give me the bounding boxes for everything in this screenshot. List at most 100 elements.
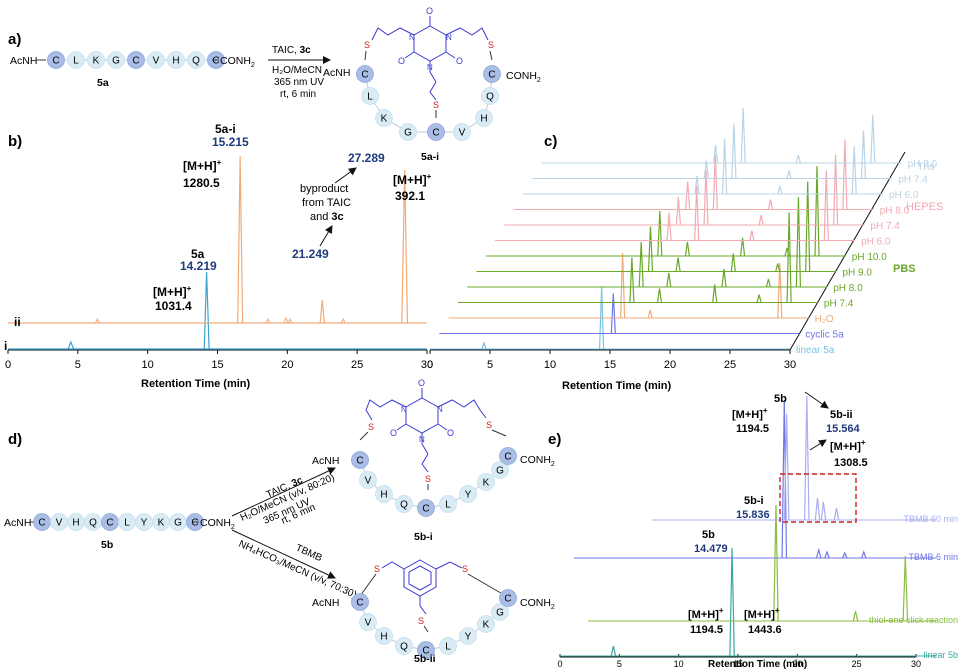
trace-ii-minor-peak <box>287 317 293 324</box>
peak-27-ion: [M+H]+ <box>393 172 432 187</box>
c-peak <box>731 123 737 179</box>
residue-g: G <box>491 461 509 479</box>
c-peak <box>721 268 727 288</box>
c-trace-label: pH 9.0 <box>843 268 873 279</box>
residue-c: C <box>427 123 445 141</box>
residue-letter: L <box>367 92 373 103</box>
residue-letter: G <box>496 608 504 619</box>
residue-letter: K <box>93 56 100 67</box>
residue-y: Y <box>459 627 477 645</box>
panel-d-tbmb-core <box>381 559 463 615</box>
residue-q: Q <box>481 87 499 105</box>
c-peak <box>675 196 681 226</box>
c-trace: pH 7.4 <box>457 212 854 310</box>
e-peak-5b-top-ion: [M+H]+ <box>732 406 768 421</box>
c-peak <box>722 138 728 195</box>
panel-a-conh2: CONH2 <box>220 55 255 69</box>
c-peak <box>713 144 719 164</box>
e-trace-label: TBMB 60 min <box>903 514 958 524</box>
e-peak <box>861 550 867 559</box>
residue-letter: C <box>504 452 511 463</box>
c-peak <box>694 175 700 195</box>
panel-d-acnh: AcNH <box>4 517 31 529</box>
c-peak <box>833 154 839 226</box>
d-thioether-s-right: S <box>486 420 492 430</box>
peak-5a-rt: 14.219 <box>180 259 217 273</box>
e-peak <box>815 547 822 559</box>
c-peak <box>775 263 781 272</box>
c-peak <box>749 230 755 241</box>
residue-c: C <box>417 641 435 659</box>
c-peak <box>712 154 718 210</box>
c-trace-label: pH 7.4 <box>870 221 900 232</box>
zoom-highlight-box <box>779 473 857 523</box>
byproduct-arrow-1 <box>319 225 333 247</box>
e-trace-label: TBMB 6 min <box>908 552 958 562</box>
panel-a-product-acnh: AcNH <box>323 67 350 79</box>
byproduct-note-1: byproduct <box>300 183 348 195</box>
d-taic-n-3: N <box>419 435 425 444</box>
e-xtick: 10 <box>674 659 684 669</box>
e-peak-5b-i-name: 5b-i <box>744 495 764 507</box>
residue-c: C <box>417 499 435 517</box>
e-peak-5b-rt: 14.479 <box>694 543 728 555</box>
residue-letter: L <box>445 500 451 511</box>
trace-i-peak-small <box>67 340 75 350</box>
residue-letter: K <box>483 620 490 631</box>
residue-letter: L <box>445 642 451 653</box>
residue-letter: C <box>132 56 139 67</box>
residue-l: L <box>361 87 379 105</box>
residue-v: V <box>50 513 68 531</box>
c-trace-label: pH 8.0 <box>833 283 863 294</box>
residue-l: L <box>67 51 85 69</box>
e-peak <box>783 413 790 521</box>
peak-27-rt: 27.289 <box>348 151 385 165</box>
residue-letter: G <box>112 56 120 67</box>
trace-ii-minor-peak <box>283 316 289 324</box>
residue-letter: C <box>422 504 429 515</box>
compound-5b-ii-label: 5b-ii <box>414 653 436 665</box>
residue-letter: C <box>356 456 363 467</box>
c-peak <box>786 170 792 179</box>
c-trace: cyclic 5a <box>439 293 844 341</box>
panel-d-conh2: CONH2 <box>200 517 235 531</box>
residue-letter: K <box>381 114 388 125</box>
residue-letter: Q <box>486 92 494 103</box>
b-xtick: 5 <box>75 359 81 371</box>
c-trace-label: cyclic 5a <box>805 330 844 341</box>
residue-v: V <box>359 471 377 489</box>
peak-27-mass: 392.1 <box>395 189 425 203</box>
c-peak <box>777 262 783 319</box>
tbmb-s-right: S <box>462 564 468 574</box>
c-peak <box>638 241 644 288</box>
residue-v: V <box>147 51 165 69</box>
residue-c: C <box>33 513 51 531</box>
residue-letter: Q <box>400 642 408 653</box>
d-taic-oxygen-left: O <box>390 428 397 438</box>
e-xtick: 15 <box>733 659 743 669</box>
residue-h: H <box>375 485 393 503</box>
thioether-s-right: S <box>488 40 494 50</box>
residue-k: K <box>87 51 105 69</box>
c-trace-label: pH 10.0 <box>852 252 887 263</box>
peak-5a-ion: [M+H]+ <box>153 284 192 299</box>
e-peak <box>773 504 779 622</box>
panel-a-reagent-3: 365 nm UV <box>274 77 324 88</box>
residue-letter: K <box>158 518 165 529</box>
residue-letter: L <box>73 56 79 67</box>
residue-g: G <box>107 51 125 69</box>
c-peak <box>842 139 848 210</box>
b-xtick: 25 <box>351 359 363 371</box>
b-xtick: 0 <box>5 359 11 371</box>
group-pbs-label: PBS <box>893 263 916 275</box>
residue-letter: V <box>459 128 466 139</box>
residue-g: G <box>399 123 417 141</box>
